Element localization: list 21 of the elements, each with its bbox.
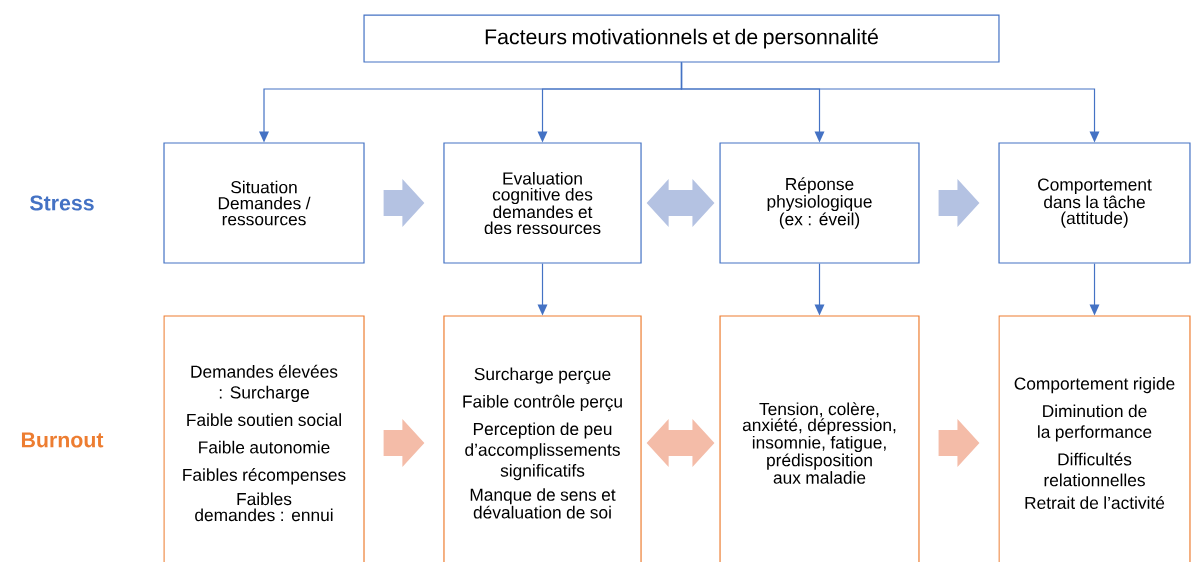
process-box: Evaluation cognitive des demandes et des ressources (443, 142, 642, 264)
title-box: Facteurs motivationnels et de personnalité (363, 14, 1000, 63)
factor-list-box: Tension, colère, anxiété, dépression, insomnie, fatigue, prédisposition aux maladie (719, 315, 920, 562)
block-arrow (383, 419, 425, 467)
row-label: Stress (30, 195, 94, 211)
block-arrow (646, 179, 715, 227)
row-label: Burnout (21, 432, 104, 448)
block-arrow (646, 419, 715, 467)
process-box: Comportement dans la tâche (attitude) (998, 142, 1191, 264)
arrow (537, 263, 548, 316)
block-arrow (383, 179, 425, 227)
arrow (680, 61, 1100, 143)
process-box: Réponse physiologique (ex : éveil) (719, 142, 920, 264)
arrow (1089, 263, 1100, 316)
factor-list-box: Comportement rigide Diminution de la performance Difficultés relationnelles Retrait de l’activité (998, 315, 1191, 562)
arrow (814, 263, 825, 316)
factor-list-box: Demandes élevées : Surcharge Faible soutien social Faible autonomie Faibles récompenses Faibles demandes : ennui (163, 315, 365, 562)
block-arrow (938, 419, 980, 467)
process-box: Situation Demandes / ressources (163, 142, 365, 264)
block-arrow (938, 179, 980, 227)
factor-list-box: Surcharge perçue Faible contrôle perçu Perception de peu d’accomplissements significatifs Manque de sens et dévaluation de soi (443, 315, 642, 562)
